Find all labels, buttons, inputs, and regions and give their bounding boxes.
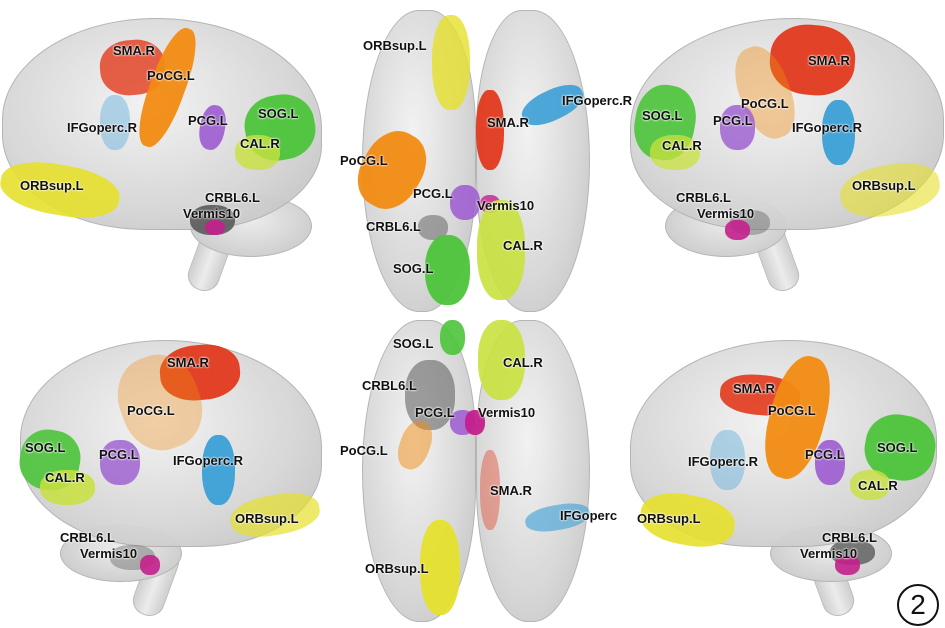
region-label: PCG.L: [415, 405, 455, 420]
region-vermis10: [205, 220, 225, 235]
region-label: IFGoperc: [560, 508, 618, 523]
region-label: SOG.L: [393, 336, 434, 351]
region-vermis10: [725, 220, 750, 240]
region-label: SOG.L: [877, 440, 918, 455]
region-cal-r: [477, 200, 525, 300]
region-label: ORBsup.L: [235, 511, 299, 526]
region-label: CAL.R: [45, 470, 85, 485]
region-label: SMA.R: [490, 483, 532, 498]
region-label: ORBsup.L: [637, 511, 701, 526]
region-orbsup-l: [432, 15, 470, 110]
region-label: CAL.R: [662, 138, 702, 153]
region-label: ORBsup.L: [363, 38, 427, 53]
region-cal-r: [850, 470, 890, 500]
region-label: Vermis10: [800, 546, 858, 561]
region-label: ORBsup.L: [365, 561, 429, 576]
region-label: PCG.L: [805, 447, 845, 462]
region-label: CAL.R: [503, 355, 543, 370]
region-pcg-l: [720, 105, 755, 150]
region-label: SOG.L: [642, 108, 683, 123]
region-label: Vermis10: [478, 405, 536, 420]
region-label: SMA.R: [808, 53, 850, 68]
region-sma-r: [476, 90, 504, 170]
region-label: SMA.R: [167, 355, 209, 370]
region-ifgoperc-r: [202, 435, 235, 505]
region-label: PoCG.L: [768, 403, 816, 418]
region-label: PoCG.L: [147, 68, 195, 83]
region-sma-r: [480, 450, 500, 530]
region-ifgoperc-r: [100, 95, 130, 150]
region-label: IFGoperc.R: [173, 453, 244, 468]
region-label: SMA.R: [733, 381, 775, 396]
region-label: CRBL6.L: [676, 190, 731, 205]
region-label: ORBsup.L: [852, 178, 916, 193]
region-label: PCG.L: [713, 113, 753, 128]
region-sog-l: [425, 235, 470, 305]
region-label: CRBL6.L: [822, 530, 877, 545]
region-label: IFGoperc.R: [688, 454, 759, 469]
region-label: Vermis10: [697, 206, 755, 221]
region-label: SMA.R: [113, 43, 155, 58]
region-label: PoCG.L: [340, 153, 388, 168]
region-label: IFGoperc.R: [792, 120, 863, 135]
region-label: PCG.L: [99, 447, 139, 462]
region-label: SOG.L: [25, 440, 66, 455]
region-label: ORBsup.L: [20, 178, 84, 193]
region-label: CRBL6.L: [205, 190, 260, 205]
figure-number: 2: [897, 584, 939, 626]
region-label: PCG.L: [413, 186, 453, 201]
region-cal-r: [40, 470, 95, 505]
region-label: SOG.L: [258, 106, 299, 121]
region-label: CAL.R: [503, 238, 543, 253]
region-label: CRBL6.L: [366, 219, 421, 234]
region-vermis10: [465, 410, 485, 435]
region-label: CAL.R: [858, 478, 898, 493]
region-label: IFGoperc.R: [67, 120, 138, 135]
region-pcg-l: [100, 440, 140, 485]
region-label: SOG.L: [393, 261, 434, 276]
region-label: CRBL6.L: [60, 530, 115, 545]
region-label: Vermis10: [477, 198, 535, 213]
region-label: CRBL6.L: [362, 378, 417, 393]
region-label: PCG.L: [188, 113, 228, 128]
region-ifgoperc-r: [822, 100, 855, 165]
region-label: CAL.R: [240, 136, 280, 151]
region-label: PoCG.L: [741, 96, 789, 111]
region-ifgoperc-r: [710, 430, 745, 490]
region-crbl6-l: [405, 360, 455, 430]
region-cal-r: [235, 135, 280, 170]
region-vermis10: [835, 555, 860, 575]
region-label: SMA.R: [487, 115, 529, 130]
region-orbsup-l: [420, 520, 460, 615]
region-cal-r: [650, 135, 700, 170]
region-sog-l: [440, 320, 465, 355]
region-label: PoCG.L: [340, 443, 388, 458]
region-cal-r: [478, 320, 525, 400]
region-pcg-l: [450, 185, 480, 220]
region-label: PoCG.L: [127, 403, 175, 418]
region-label: Vermis10: [80, 546, 138, 561]
region-label: IFGoperc.R: [562, 93, 633, 108]
region-label: Vermis10: [183, 206, 241, 221]
region-pcg-l: [815, 440, 845, 485]
region-vermis10: [140, 555, 160, 575]
